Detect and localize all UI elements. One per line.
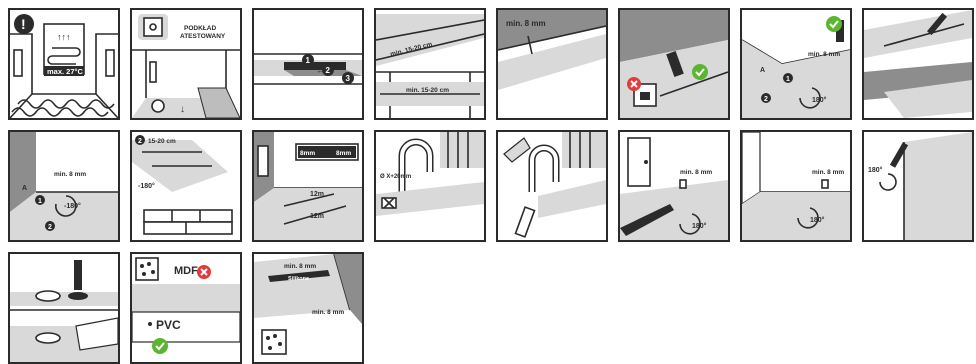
pvc-label: PVC bbox=[156, 318, 181, 332]
step-panel-expansion-gap: min. 8 mm bbox=[496, 8, 608, 120]
rotate-angle: 180° bbox=[692, 222, 707, 230]
mdf-label: MDF bbox=[174, 265, 198, 277]
rotate-angle: 180° bbox=[812, 96, 827, 104]
rotate-angle: -180° bbox=[138, 182, 155, 190]
drill-icon bbox=[74, 260, 82, 290]
svg-text:2: 2 bbox=[48, 224, 52, 231]
svg-text:!: ! bbox=[21, 16, 26, 32]
check-icon bbox=[152, 338, 168, 354]
step-1-badge: 1 bbox=[306, 56, 311, 65]
step-panel-pipe-holes: Ø X+20mm bbox=[374, 130, 486, 242]
heat-arrows: ↑↑↑ bbox=[57, 32, 71, 42]
step-panel-tapping-block bbox=[618, 8, 730, 120]
min-gap-side-label: min. 8 mm bbox=[312, 309, 344, 316]
room-dim-a: 12m bbox=[310, 191, 324, 198]
svg-text:2: 2 bbox=[764, 96, 768, 103]
step-panel-underfloor-heating: ↑↑↑ max. 27°C ! bbox=[8, 8, 120, 120]
step-panel-angled-insert: 180° bbox=[862, 130, 974, 242]
rotate-angle: 180° bbox=[868, 166, 883, 174]
check-icon bbox=[826, 16, 842, 32]
step-panel-door-frame: min. 8 mm 180° bbox=[618, 130, 730, 242]
min-gap-label: min. 8 mm bbox=[506, 19, 546, 28]
step-panel-first-row-cut: min. 8 mm A 1 2 180° bbox=[740, 8, 852, 120]
step-panel-wet-area: min. 8 mm Silikone min. 8 mm bbox=[252, 252, 364, 364]
step-panel-moisture-skirting: MDF PVC bbox=[130, 252, 242, 364]
offset-label: 15-20 cm bbox=[148, 138, 176, 145]
min-gap-label: min. 8 mm bbox=[54, 171, 86, 178]
svg-text:A: A bbox=[22, 185, 27, 192]
svg-text:1: 1 bbox=[786, 76, 790, 83]
step-panel-stagger-rows: 2 15-20 cm -180° bbox=[130, 130, 242, 242]
min-gap-label: min. 8 mm bbox=[812, 169, 844, 176]
sealant-label: Silikone bbox=[288, 276, 309, 282]
gap-right-label: 8mm bbox=[336, 150, 351, 157]
step-panel-large-room: 8mm 8mm 12m 12m bbox=[252, 130, 364, 242]
svg-text:1: 1 bbox=[38, 198, 42, 205]
step-panel-drill-hole bbox=[8, 252, 120, 364]
step-panel-joint-offset: min. 15-20 cm min. 15-20 cm bbox=[374, 8, 486, 120]
step-panel-second-row: min. 8 mm A 1 2 -180° bbox=[8, 130, 120, 242]
room-dim-b: 12m bbox=[310, 213, 324, 220]
step-panel-click-lock: 1 2 3 ← bbox=[252, 8, 364, 120]
rotate-angle: 180° bbox=[810, 216, 825, 224]
step-3-badge: 3 bbox=[346, 74, 351, 83]
rotate-angle: -180° bbox=[64, 202, 81, 210]
svg-text:2: 2 bbox=[138, 138, 142, 145]
step-2-badge: 2 bbox=[326, 66, 331, 75]
svg-text:↓: ↓ bbox=[180, 104, 185, 115]
gap-left-label: 8mm bbox=[300, 150, 315, 157]
underlay-label-1: PODKŁAD bbox=[184, 25, 216, 32]
step-panel-saw-board bbox=[862, 8, 974, 120]
min-gap-label: min. 8 mm bbox=[680, 169, 712, 176]
step-panel-underlay: PODKŁAD ATESTOWANY ↓ bbox=[130, 8, 242, 120]
svg-text:A: A bbox=[760, 67, 765, 74]
offset-label-bottom: min. 15-20 cm bbox=[406, 87, 449, 94]
underlay-label-2: ATESTOWANY bbox=[180, 33, 226, 40]
max-temperature-label: max. 27°C bbox=[47, 67, 84, 76]
min-gap-top-label: min. 8 mm bbox=[284, 263, 316, 270]
svg-text:←: ← bbox=[316, 65, 325, 75]
check-icon bbox=[692, 64, 708, 80]
step-panel-glue-pipes bbox=[496, 130, 608, 242]
step-panel-last-row: min. 8 mm 180° bbox=[740, 130, 852, 242]
min-gap-label: min. 8 mm bbox=[808, 51, 840, 58]
hole-diameter-label: Ø X+20mm bbox=[380, 174, 411, 180]
